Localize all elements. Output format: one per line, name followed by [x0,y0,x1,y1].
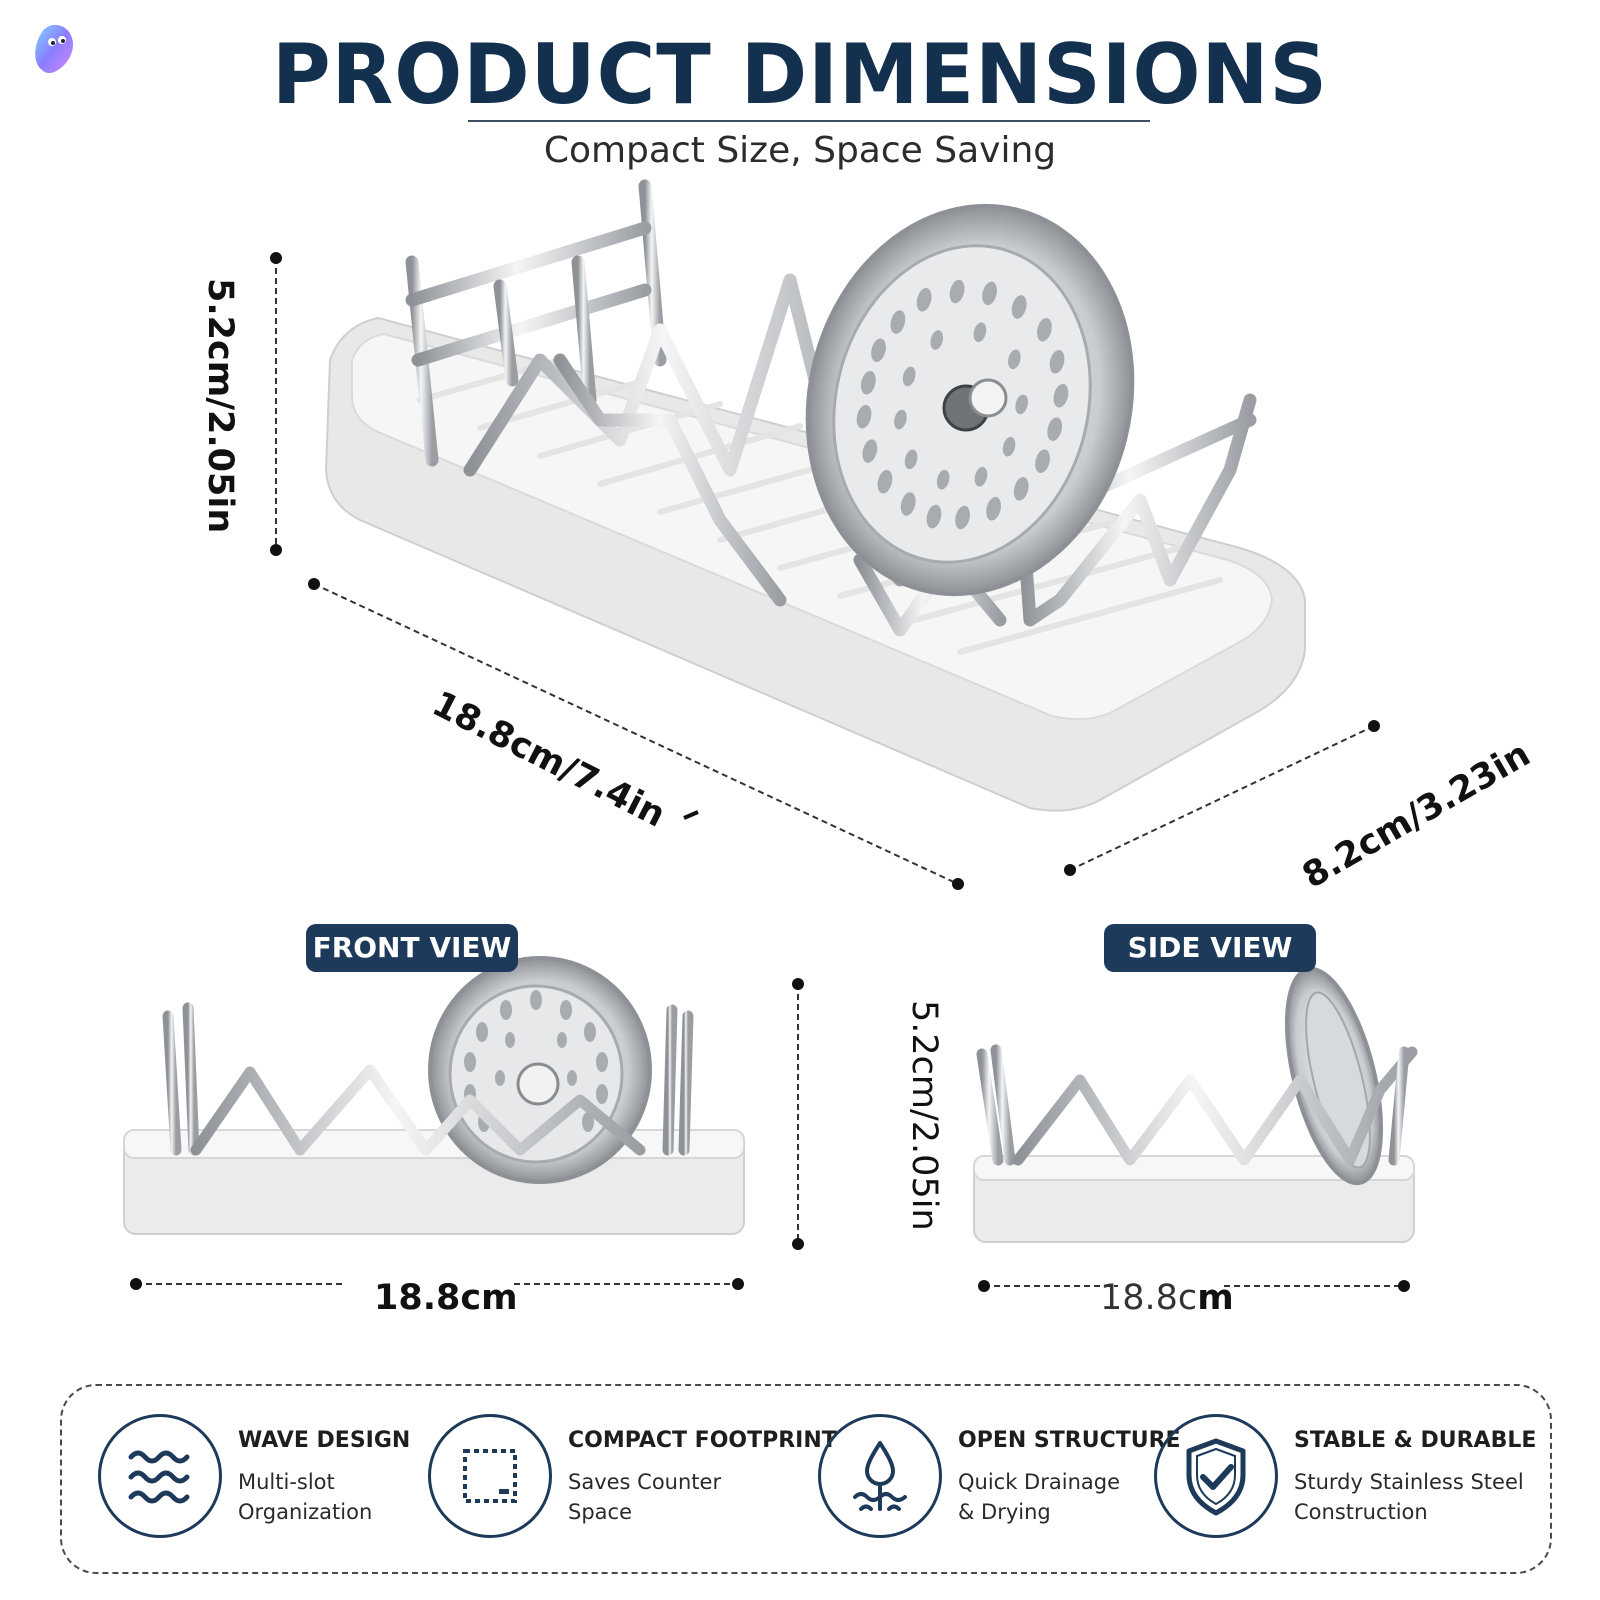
feature-title: WAVE DESIGN [238,1428,411,1453]
front-view-illustration [123,956,745,1235]
main-height-label: 5.2cm/2.05in [200,278,240,534]
main-height-dimension-line [270,252,282,556]
front-width-label: 18.8cm [374,1278,518,1318]
water-drop-icon [818,1414,942,1538]
feature-line-2: Organization [238,1500,373,1524]
shield-check-icon [1154,1414,1278,1538]
feature-line-2: Space [568,1500,632,1524]
page-title: PRODUCT DIMENSIONS [271,26,1329,123]
feature-title: OPEN STRUCTURE [958,1428,1181,1453]
features-panel: WAVE DESIGN Multi-slot Organization COMP… [60,1384,1552,1574]
brand-logo-icon [35,24,74,74]
feature-stable-durable: STABLE & DURABLE Sturdy Stainless Steel … [1154,1386,1537,1576]
main-sink-strainer [805,203,1135,597]
footprint-icon [428,1414,552,1538]
feature-title: COMPACT FOOTPRINT [568,1428,837,1453]
feature-compact-footprint: COMPACT FOOTPRINT Saves Counter Space [428,1386,837,1576]
feature-line-1: Sturdy Stainless Steel [1294,1470,1524,1494]
feature-line-2: & Drying [958,1500,1051,1524]
side-view-badge: SIDE VIEW [1104,924,1316,972]
side-width-label-part-a: 18.8c [1100,1278,1198,1318]
feature-title: STABLE & DURABLE [1294,1428,1537,1453]
side-width-label-part-b: m [1197,1278,1234,1318]
page-subtitle: Compact Size, Space Saving [543,130,1057,171]
feature-line-2: Construction [1294,1500,1428,1524]
front-height-label: 5.2cm/2.05in [904,1000,944,1231]
main-width-dimension-line [1064,720,1380,876]
feature-open-structure: OPEN STRUCTURE Quick Drainage & Drying [818,1386,1181,1576]
main-length-dimension-line [308,578,964,890]
side-view-illustration [973,966,1418,1243]
wave-icon [98,1414,222,1538]
feature-line-1: Quick Drainage [958,1470,1120,1494]
title-divider [468,120,1150,122]
front-height-dimension-line [792,978,804,1250]
feature-line-1: Multi-slot [238,1470,335,1494]
side-width-dimension-line [978,1280,1410,1292]
front-width-dimension-line [130,1278,744,1290]
side-width-label: 18.8cm [1100,1278,1234,1318]
feature-wave-design: WAVE DESIGN Multi-slot Organization [98,1386,438,1576]
front-view-badge: FRONT VIEW [306,924,518,972]
feature-line-1: Saves Counter [568,1470,722,1494]
